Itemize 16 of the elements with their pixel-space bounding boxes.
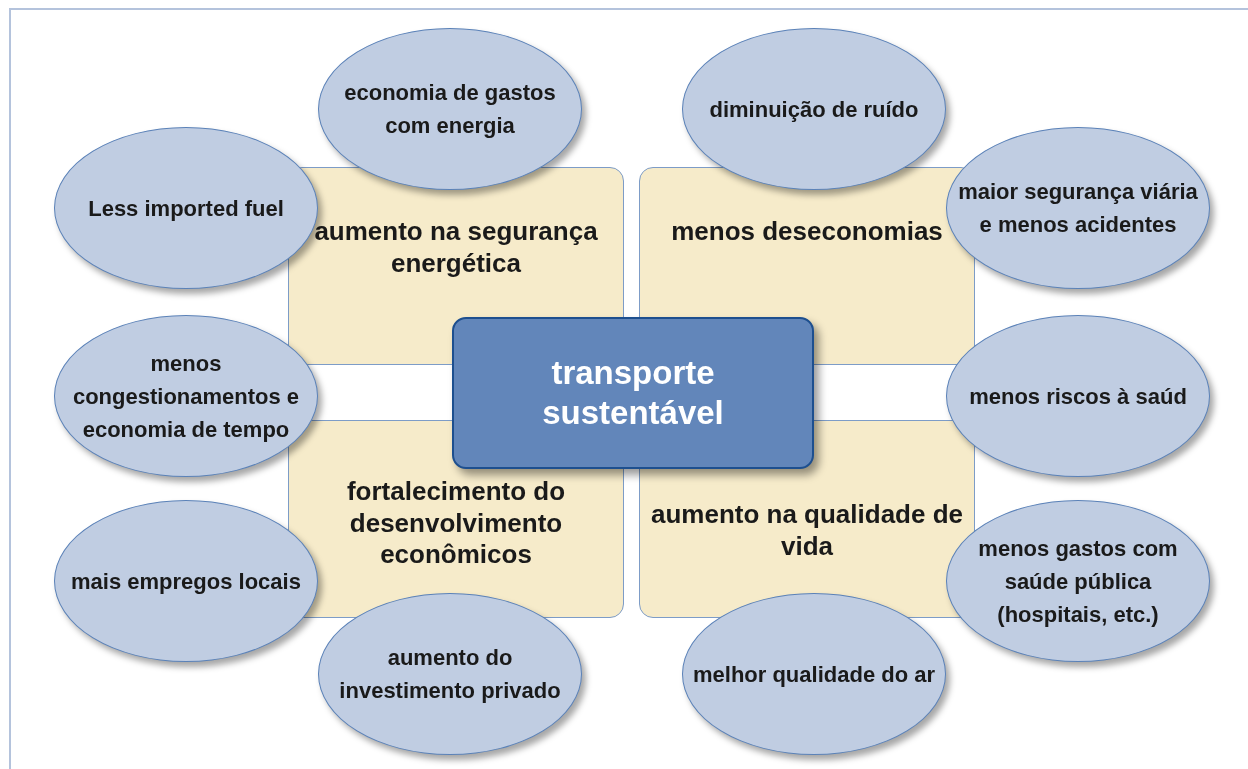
category-label: aumento na qualidade de vida — [649, 499, 965, 563]
benefit-label: menos riscos à saúd — [968, 382, 1188, 411]
category-label: menos deseconomias — [670, 216, 944, 248]
benefit-label: mais empregos locais — [70, 567, 302, 596]
central-box — [452, 317, 814, 469]
benefit-label: diminuição de ruído — [708, 95, 920, 124]
benefit-label: menos gastos com saúde pública (hospitais, etc.) — [977, 534, 1179, 629]
benefit-label: Less imported fuel — [87, 194, 285, 223]
benefit-label: aumento do investimento privado — [338, 644, 562, 705]
central-title: transporte sustentável — [541, 352, 725, 433]
benefit-label: menos congestionamentos e economia de tempo — [71, 349, 301, 444]
benefit-label: melhor qualidade do ar — [691, 660, 936, 689]
category-label: fortalecimento do desenvolvimento econômicos — [345, 476, 567, 572]
category-label: aumento na segurança energética — [313, 216, 599, 280]
benefit-label: economia de gastos com energia — [343, 79, 557, 140]
benefit-label: maior segurança viária e menos acidentes — [957, 178, 1199, 239]
